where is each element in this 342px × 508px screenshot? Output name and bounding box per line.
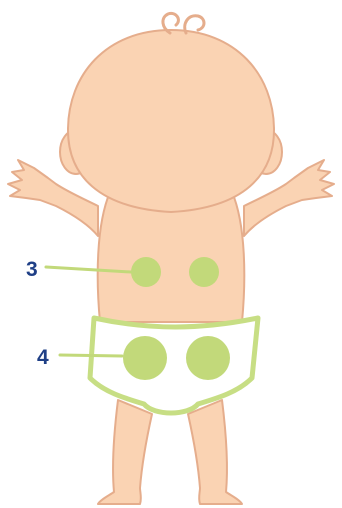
diaper bbox=[90, 318, 258, 413]
head bbox=[68, 30, 274, 212]
site-marker-3-left bbox=[131, 257, 161, 287]
site-marker-4-right bbox=[186, 336, 230, 380]
site-marker-4-left bbox=[123, 336, 167, 380]
site-label-3: 3 bbox=[26, 258, 38, 281]
right-leg bbox=[188, 400, 242, 504]
leader-line-4 bbox=[60, 355, 122, 356]
site-marker-3-right bbox=[189, 257, 219, 287]
site-label-4: 4 bbox=[37, 346, 49, 369]
left-leg bbox=[98, 400, 152, 504]
